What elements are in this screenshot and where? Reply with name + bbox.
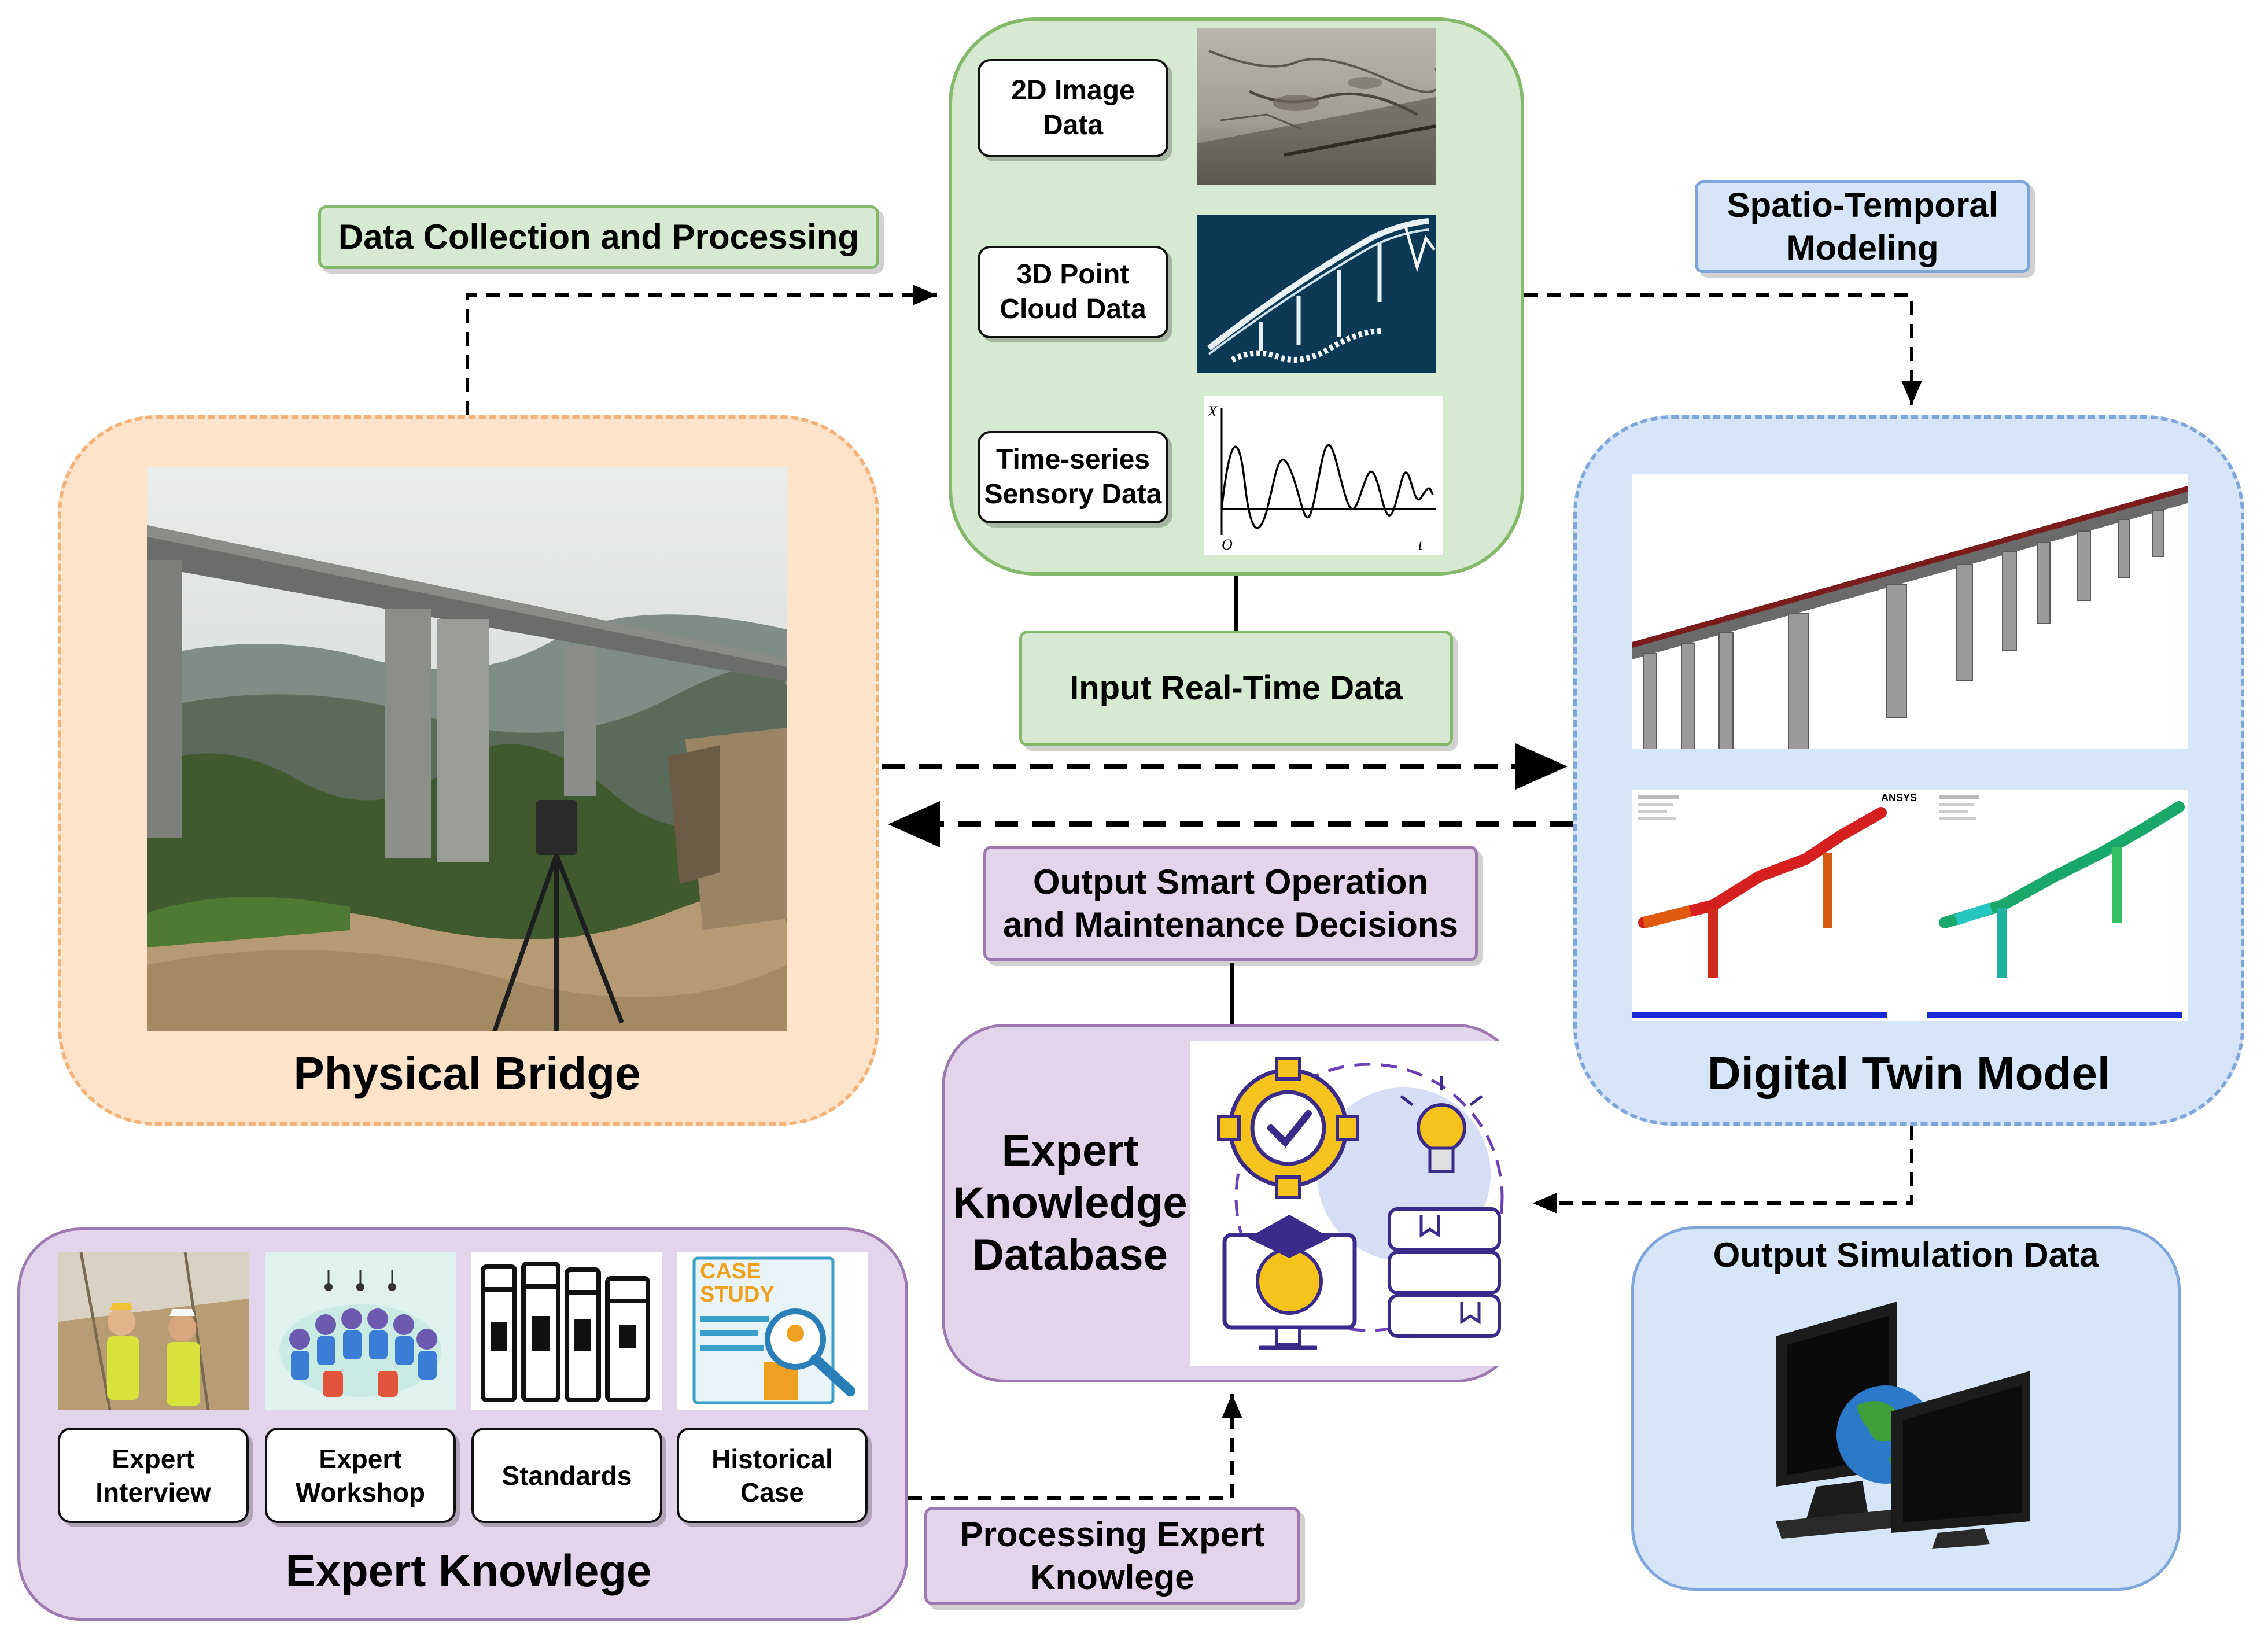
data-collection-label: Data Collection and Processing	[318, 205, 879, 269]
historical-text-1: Historical	[711, 1443, 833, 1474]
output-smart-decisions-label: Output Smart Operation and Maintenance De…	[983, 846, 1478, 961]
expert-workshop-image	[265, 1252, 456, 1410]
spatio-text-1: Spatio-Temporal	[1727, 186, 1998, 224]
db-text-3: Database	[972, 1230, 1168, 1280]
computers-globe-icon	[1764, 1296, 2053, 1550]
ansys-label: ANSYS	[1881, 792, 1917, 803]
historical-case-image: CASE STUDY	[677, 1252, 868, 1410]
plot-origin: O	[1222, 536, 1233, 553]
interview-text-1: Expert	[112, 1443, 195, 1474]
arrow-expert-to-database	[908, 1394, 1242, 1500]
standards-books-image	[471, 1252, 662, 1410]
physical-bridge-title: Physical Bridge	[293, 1048, 641, 1099]
image-data-text-1: 2D Image	[1011, 75, 1135, 106]
smart-text-1: Output Smart Operation	[1032, 862, 1429, 901]
physical-bridge-photo	[147, 467, 787, 1031]
standards-button[interactable]: Standards	[471, 1428, 662, 1523]
concrete-crack-photo	[1197, 28, 1436, 185]
workshop-text-2: Workshop	[295, 1477, 426, 1507]
pointcloud-text-2: Cloud Data	[1000, 294, 1146, 325]
output-simulation-title: Output Simulation Data	[1713, 1236, 2099, 1274]
db-text-1: Expert	[1001, 1126, 1139, 1175]
interview-text-2: Interview	[95, 1477, 211, 1507]
timeseries-text-2: Sensory Data	[984, 479, 1162, 510]
point-cloud-image	[1197, 215, 1436, 373]
expert-knowledge-title: Expert Knowlege	[285, 1545, 652, 1596]
processing-text-1: Processing Expert	[960, 1515, 1265, 1554]
bridge-3d-model	[1632, 474, 2188, 749]
arrow-twin-to-database	[1533, 1126, 1913, 1214]
timeseries-text-1: Time-series	[996, 444, 1150, 475]
standards-text: Standards	[501, 1460, 632, 1491]
db-text-2: Knowledge	[953, 1178, 1188, 1227]
case-study-text-2: STUDY	[700, 1282, 775, 1307]
knowledge-database-icon	[1190, 1041, 1522, 1366]
gear-icon	[1217, 1057, 1359, 1199]
plot-x-axis-label: t	[1418, 536, 1423, 553]
digital-twin-title: Digital Twin Model	[1707, 1048, 2111, 1099]
processing-text-2: Knowlege	[1030, 1558, 1194, 1597]
input-realtime-label: Input Real-Time Data	[1019, 631, 1453, 746]
expert-database-title: Expert Knowledge Database	[949, 1125, 1192, 1281]
monitor-icon	[1222, 1215, 1357, 1350]
smart-text-2: and Maintenance Decisions	[1003, 905, 1458, 944]
arrow-collection	[466, 285, 937, 415]
fea-simulation-image: ANSYS	[1632, 790, 2188, 1021]
expert-interview-image	[58, 1252, 249, 1410]
spatio-text-2: Modeling	[1786, 228, 1939, 267]
plot-y-axis-label: X	[1207, 403, 1218, 420]
arrow-spatiotemporal	[1524, 293, 1922, 405]
lightbulb-icon	[1400, 1076, 1483, 1173]
image-data-text-2: Data	[1042, 110, 1104, 141]
timeseries-plot: O t X	[1204, 396, 1443, 555]
workshop-text-1: Expert	[319, 1443, 402, 1474]
case-study-text-1: CASE	[700, 1259, 761, 1284]
pointcloud-text-1: 3D Point	[1016, 259, 1130, 290]
books-icon	[1388, 1207, 1501, 1338]
historical-text-2: Case	[740, 1477, 804, 1507]
